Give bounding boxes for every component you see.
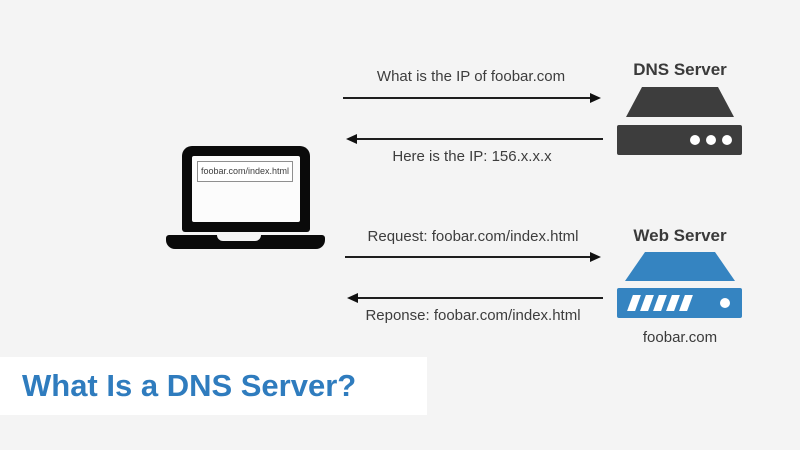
web-server-domain-caption: foobar.com	[642, 329, 718, 346]
page-title: What Is a DNS Server?	[22, 368, 357, 403]
title-banner: What Is a DNS Server?	[0, 357, 427, 415]
stripe-icon	[653, 295, 667, 311]
web-server-label: Web Server	[633, 226, 727, 245]
arrow-left-icon	[347, 293, 358, 303]
dns-server-icon-body	[617, 125, 742, 155]
arrow-left-icon	[346, 134, 357, 144]
dns-server-lights-icon	[690, 135, 732, 145]
arrow-left-line	[358, 297, 603, 299]
stripe-icon	[627, 295, 641, 311]
http-request-label: Request: foobar.com/index.html	[367, 228, 579, 245]
arrow-right-icon	[590, 252, 601, 262]
dot-icon	[690, 135, 700, 145]
stripe-icon	[679, 295, 693, 311]
web-server-icon-body	[617, 288, 742, 318]
web-server-icon-top	[625, 252, 735, 281]
laptop-base	[166, 235, 325, 249]
stripe-icon	[640, 295, 654, 311]
dns-server-icon-top	[626, 87, 734, 117]
web-server-vents-icon	[627, 295, 693, 311]
laptop-notch	[217, 235, 261, 241]
arrow-right-icon	[590, 93, 601, 103]
dns-server-label: DNS Server	[633, 60, 727, 79]
arrow-right-line	[343, 97, 590, 99]
browser-address-bar: foobar.com/index.html	[197, 161, 293, 182]
dot-icon	[722, 135, 732, 145]
http-response-label: Reponse: foobar.com/index.html	[365, 307, 581, 324]
dot-icon	[720, 298, 730, 308]
laptop-icon	[182, 146, 310, 232]
arrow-left-line	[357, 138, 603, 140]
dns-response-label: Here is the IP: 156.x.x.x	[392, 148, 552, 165]
arrow-right-line	[345, 256, 590, 258]
dot-icon	[706, 135, 716, 145]
stripe-icon	[666, 295, 680, 311]
dns-query-label: What is the IP of foobar.com	[376, 68, 566, 85]
